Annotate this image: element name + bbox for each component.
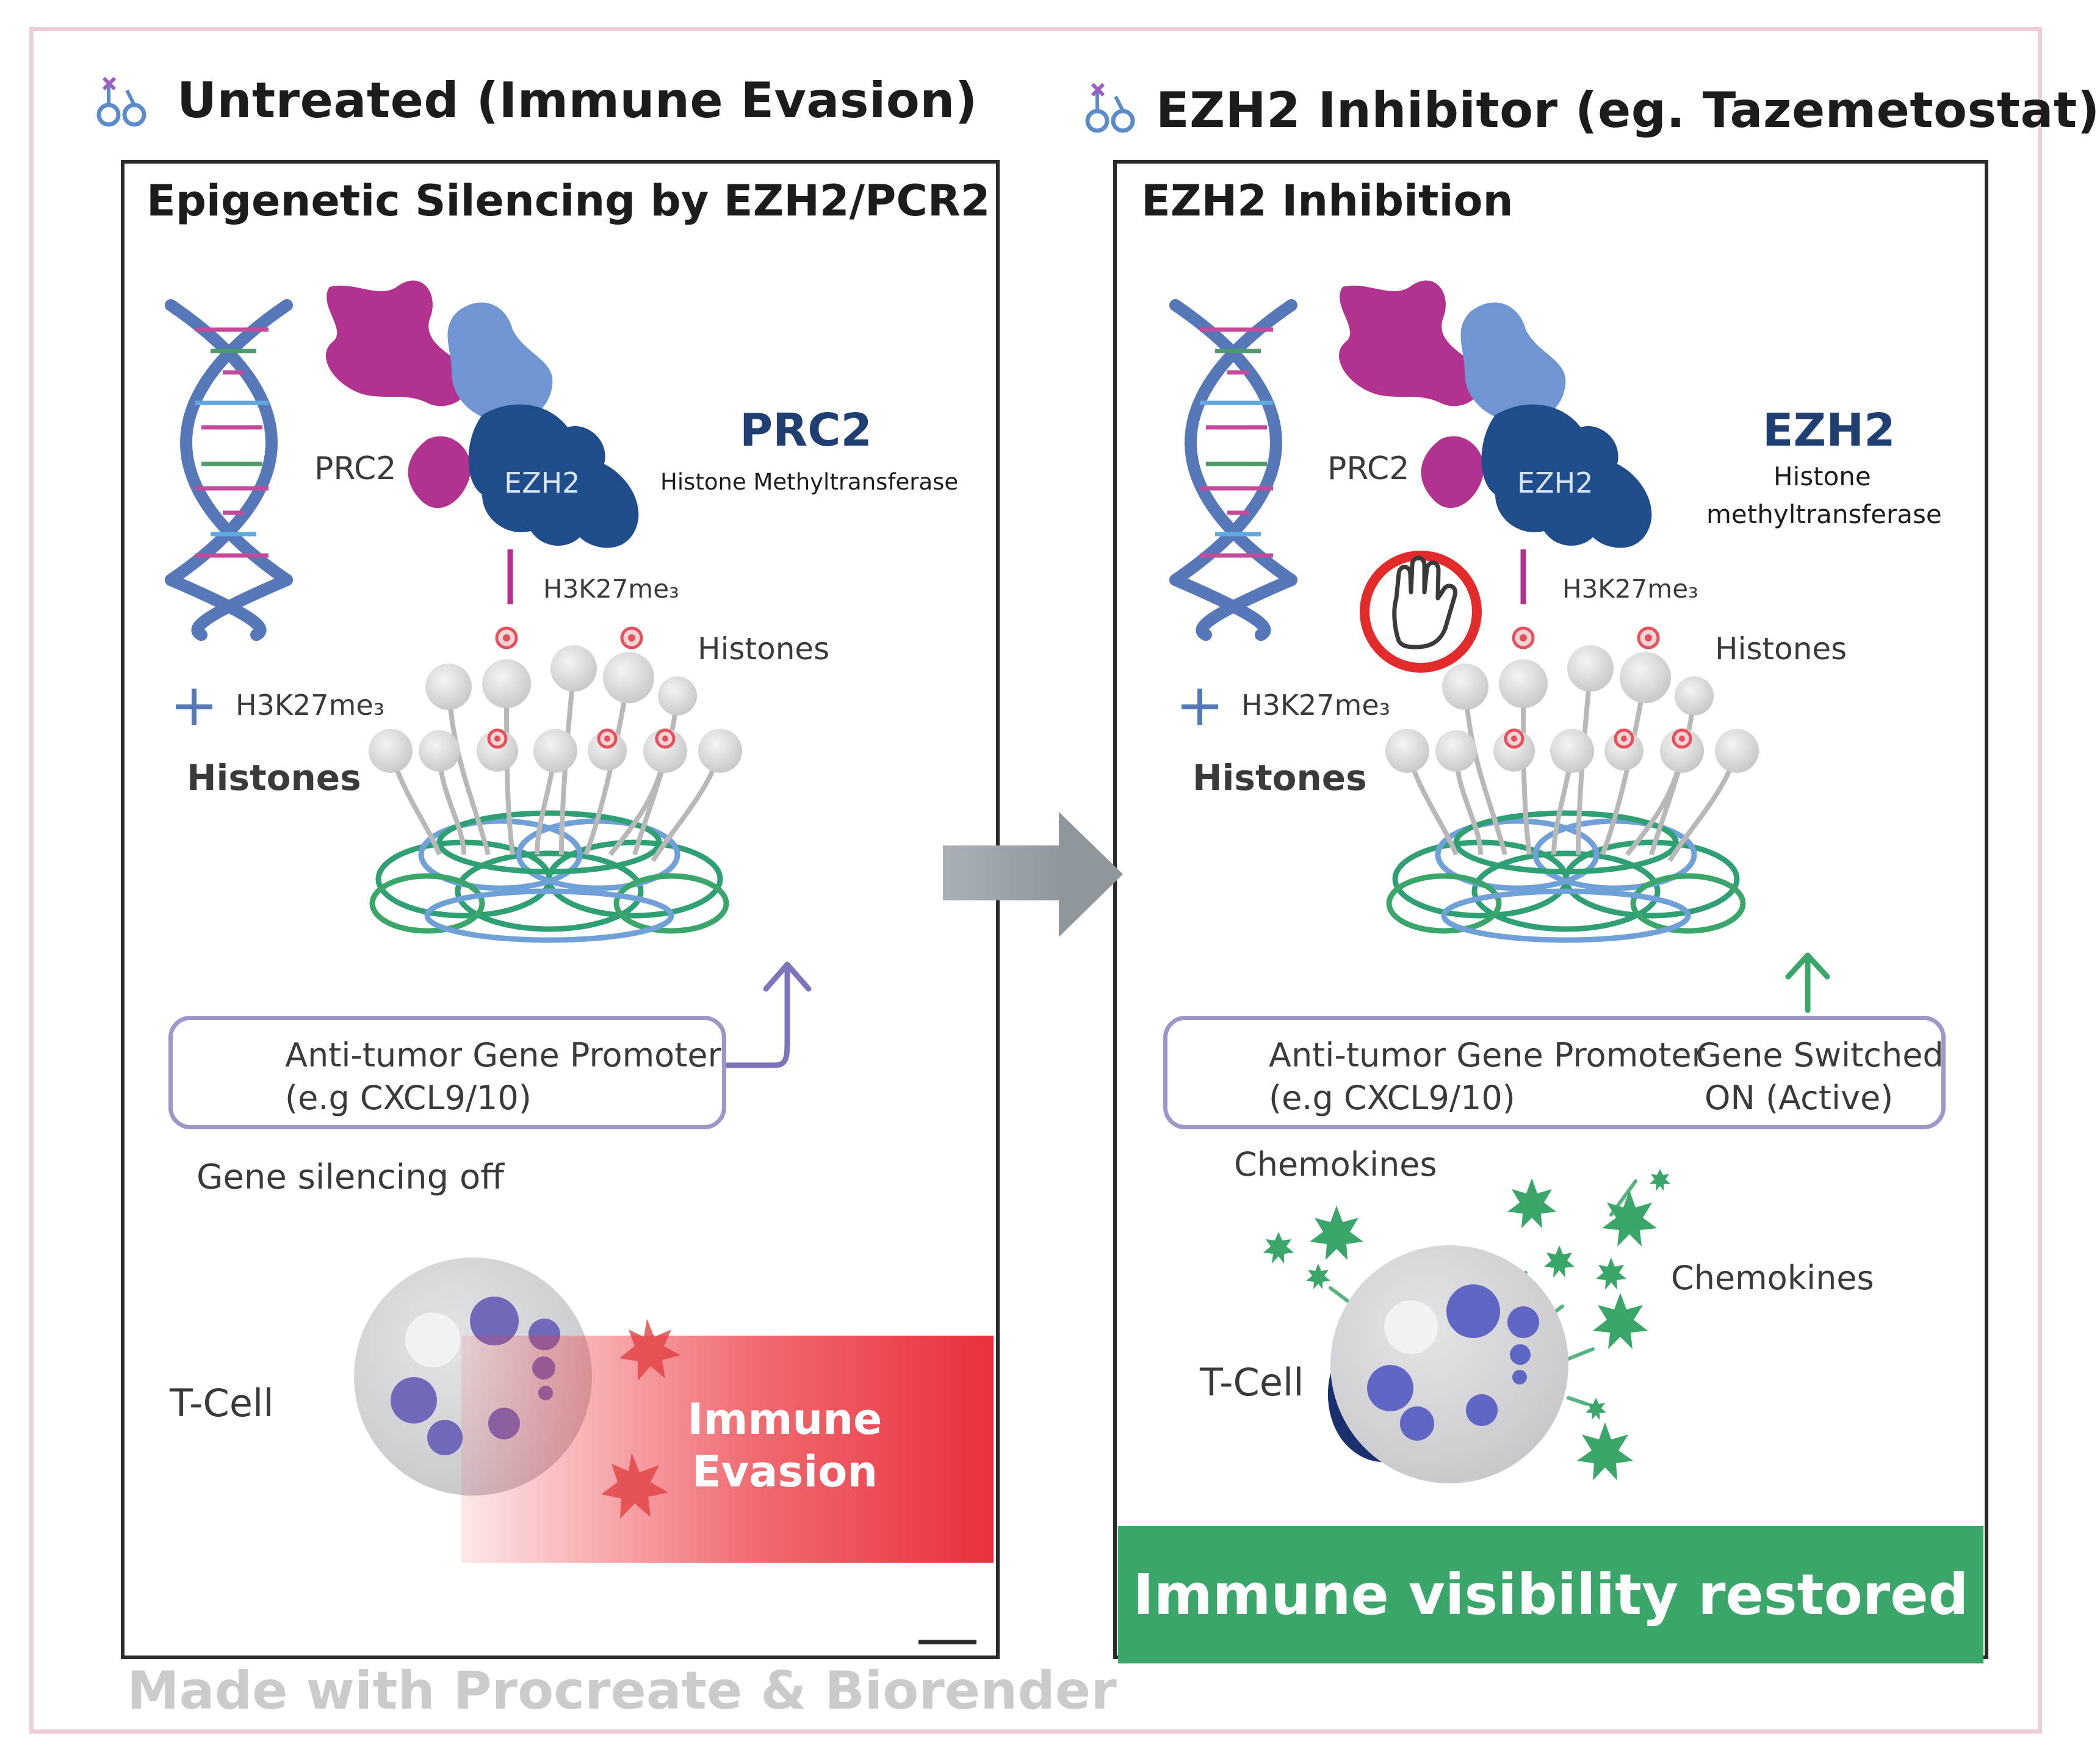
right-tcell-organelle bbox=[1466, 1394, 1498, 1426]
right-nucleosome bbox=[1385, 626, 1759, 943]
right-chemokines-side-label: Chemokines bbox=[1671, 1259, 1874, 1297]
left-histones-top-label: Histones bbox=[698, 631, 830, 667]
left-dna-helix-icon bbox=[165, 299, 293, 641]
right-title-icon bbox=[1079, 78, 1140, 148]
right-chemokine-stars bbox=[1263, 1169, 1670, 1480]
right-tcell-organelle bbox=[1384, 1300, 1438, 1354]
right-enzyme-desc-line1: Histone bbox=[1773, 461, 1871, 491]
right-chemokines-top-label: Chemokines bbox=[1234, 1145, 1437, 1184]
left-gene-promoter-box: Anti-tumor Gene Promoter (e.g CXCL9/10) bbox=[168, 1016, 726, 1129]
left-tcell-organelle bbox=[405, 1312, 460, 1367]
left-enzyme-desc: Histone Methyltransferase bbox=[660, 469, 959, 495]
immune-evasion-line2: Evasion bbox=[691, 1447, 878, 1497]
right-legend-h3k27-label: H3K27me₃ bbox=[1241, 689, 1391, 722]
left-gene-silencing-label: Gene silencing off bbox=[197, 1157, 504, 1197]
left-plus-icon bbox=[176, 689, 212, 725]
right-plus-icon bbox=[1182, 689, 1218, 725]
left-panel-heading: Epigenetic Silencing by EZH2/PCR2 bbox=[146, 176, 990, 226]
right-column-title: EZH2 Inhibitor (eg. Tazemetostat) bbox=[1156, 82, 2100, 139]
right-tcell-organelle bbox=[1512, 1370, 1527, 1384]
left-tcell-organelle bbox=[391, 1377, 437, 1424]
right-tcell bbox=[1330, 1245, 1568, 1483]
right-switch-line1: Gene Switched bbox=[1696, 1036, 1944, 1074]
right-ezh2-big-label: EZH2 bbox=[1763, 404, 1896, 457]
left-h3k27-top-label: H3K27me₃ bbox=[543, 574, 679, 604]
footer-credit: Made with Procreate & Biorender bbox=[127, 1660, 1117, 1721]
right-histones-top-label: Histones bbox=[1715, 631, 1847, 667]
right-gene-promoter-box: Anti-tumor Gene Promoter (e.g CXCL9/10) … bbox=[1163, 1016, 1946, 1129]
left-up-arrow-icon bbox=[723, 961, 812, 1068]
left-tcell-organelle bbox=[427, 1420, 463, 1455]
right-tcell-organelle bbox=[1446, 1284, 1500, 1338]
right-tcell-organelle bbox=[1400, 1406, 1434, 1441]
left-tcell-label: T-Cell bbox=[170, 1381, 274, 1425]
right-tcell-organelle bbox=[1507, 1306, 1539, 1338]
right-prc2-complex bbox=[1338, 280, 1652, 604]
right-enzyme-desc-line2: methyltransferase bbox=[1706, 499, 1942, 529]
left-ezh2-small-label: EZH2 bbox=[504, 466, 580, 499]
right-panel-heading: EZH2 Inhibition bbox=[1141, 176, 1514, 226]
left-prc2-big-label: PRC2 bbox=[740, 404, 873, 457]
immune-visibility-banner: Immune visibility restored bbox=[1118, 1526, 1983, 1663]
right-tcell-organelle bbox=[1367, 1365, 1413, 1411]
right-tcell-label: T-Cell bbox=[1200, 1360, 1304, 1405]
left-title-icon bbox=[90, 72, 151, 142]
right-tcell-organelle bbox=[1510, 1344, 1531, 1365]
immune-evasion-text: Immune Evasion bbox=[675, 1393, 895, 1498]
right-switch-line2: ON (Active) bbox=[1705, 1079, 1894, 1117]
right-up-arrow-icon bbox=[1785, 952, 1830, 1013]
right-arrow-icon bbox=[943, 812, 1123, 937]
immune-evasion-line1: Immune bbox=[687, 1394, 882, 1444]
left-promoter-line2: (e.g CXCL9/10) bbox=[285, 1079, 532, 1117]
outer-frame bbox=[29, 27, 2042, 1734]
immune-visibility-text: Immune visibility restored bbox=[1133, 1562, 1969, 1627]
left-prc2-small-label: PRC2 bbox=[314, 451, 397, 487]
right-h3k27-top-label: H3K27me₃ bbox=[1562, 574, 1698, 604]
left-promoter-line1: Anti-tumor Gene Promoter bbox=[285, 1036, 721, 1074]
right-promoter-line1: Anti-tumor Gene Promoter bbox=[1269, 1036, 1705, 1074]
right-dna-helix-icon bbox=[1169, 299, 1297, 641]
right-histones-label: Histones bbox=[1193, 757, 1367, 798]
right-prc2-small-label: PRC2 bbox=[1327, 451, 1410, 487]
right-ezh2-small-label: EZH2 bbox=[1517, 466, 1593, 499]
left-prc2-complex bbox=[325, 280, 639, 604]
left-column-title: Untreated (Immune Evasion) bbox=[177, 72, 978, 129]
left-nucleosome bbox=[369, 626, 742, 943]
stop-hand-icon bbox=[1360, 551, 1482, 673]
left-histones-label: Histones bbox=[187, 757, 361, 798]
right-promoter-line2: (e.g CXCL9/10) bbox=[1269, 1079, 1515, 1117]
immune-evasion-overlay bbox=[461, 1336, 994, 1563]
left-legend-h3k27-label: H3K27me₃ bbox=[236, 689, 385, 722]
